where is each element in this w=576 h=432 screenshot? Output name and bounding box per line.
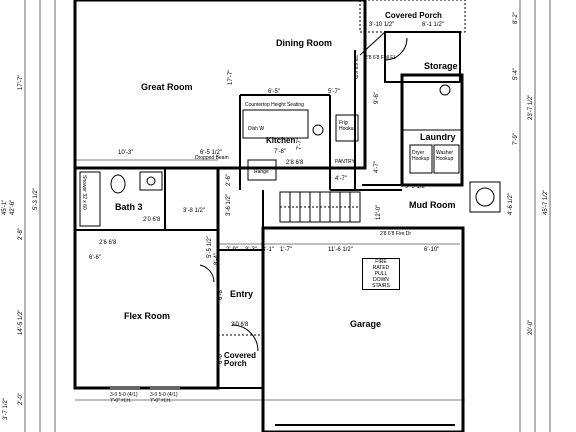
dim-6-6: 6'-6" (89, 255, 101, 261)
dim-right-5-4: 5'-4" (513, 68, 519, 80)
range-label: Range (254, 169, 269, 175)
dim-entry-6-8: 6'-8" (218, 288, 224, 300)
dim-bath-w2: 6'-5 1/2" (200, 150, 222, 156)
dim-mid-17-7: 17'-7" (228, 69, 234, 85)
dim-left-2-8: 2'-8" (18, 228, 24, 240)
dim-right-7-9: 7'-9" (513, 133, 519, 145)
window-right-label: 3-0 5-0 (4/1) 7'-0" H.H. (150, 392, 178, 404)
dropped-beam-label: Dropped Beam (195, 155, 229, 161)
dim-entry-12-0: 12'-0" (376, 204, 382, 220)
dim-right-20-0: 20'-0" (528, 319, 534, 335)
dim-st-7-7: 7'-7" (297, 138, 303, 150)
dim-3-3: 3'-3" (245, 247, 257, 253)
dim-2-9: 2'-9" (226, 247, 238, 253)
room-storage: Storage (424, 61, 458, 71)
dryer-label: Dryer Hookup (412, 150, 430, 162)
dim-3-8: 3'-8 1/2" (183, 208, 205, 214)
room-laundry: Laundry (420, 132, 456, 142)
room-mud: Mud Room (409, 200, 456, 210)
dim-entry-5-5: 5'-5 1/2" (207, 236, 213, 258)
great-room-wall (73, 0, 367, 170)
dim-left-17-7: 17'-7" (18, 74, 24, 90)
dim-1-7: 1'-7" (280, 247, 292, 253)
dim-3-1: 3'-1" (262, 247, 274, 253)
dim-4-7: 4'-7" (335, 176, 347, 182)
door-3-0: 3'0 6'8 (231, 322, 249, 328)
room-dining: Dining Room (276, 38, 332, 48)
dishwasher-label: Dish W (248, 126, 265, 132)
dim-right-8-2: 8'-2" (513, 12, 519, 24)
dim-left-2-0: 2'-0" (18, 393, 24, 405)
fire-door-label: 2'8 6'8 Fire Dr (380, 231, 412, 237)
porch-outline (359, 0, 466, 33)
porch-bottom-outline (217, 334, 264, 389)
dim-9-9: 9'-9 1/2" (405, 184, 427, 190)
dim-right-45-7: 45'-7 1/2" (543, 189, 549, 215)
dim-left-45-1: 45'-1" (2, 199, 8, 215)
window-left-label: 3-0 5-0 (4/1) 7'-0" H.H. (110, 392, 138, 404)
full-el-label: 2'8 6'8 Full EL (365, 55, 397, 61)
dim-st-4-7: 4'-7" (374, 161, 380, 173)
dim-6-10: 6'-10" (424, 247, 440, 253)
dim-porch-top: 3'-10 1/2" (369, 22, 395, 28)
room-entry: Entry (230, 289, 254, 299)
room-pantry: PANTRY (335, 159, 355, 165)
room-great: Great Room (141, 82, 193, 92)
dim-11-6: 11'-6 1/2" (328, 247, 353, 253)
room-kitchen: Kitchen (266, 136, 296, 145)
dim-kitchen-w2: 5'-7" (328, 89, 340, 95)
dim-left-5-3: 5'-3 1/2" (33, 188, 39, 210)
storage-wall (384, 31, 461, 83)
dim-bath-w: 10'-3" (118, 150, 134, 156)
washer-label: Washer Hookup (436, 150, 454, 162)
countertop-note: Countertop Height Seating (245, 102, 304, 108)
dim-st-9-6: 9'-6" (374, 92, 380, 104)
room-garage: Garage (350, 319, 382, 329)
dim-entry-8-4: 8'-4" (214, 253, 220, 265)
shelf-label: 2'8 6'8 S/D (352, 55, 358, 80)
dim-right-23-7: 23'-7 1/2" (528, 94, 534, 120)
dim-entry-3-6: 3'-6 1/2" (226, 194, 232, 216)
room-porch-bottom: Covered Porch (224, 351, 257, 368)
room-porch-top: Covered Porch (385, 11, 442, 20)
dim-st-2-6: 2'-6" (226, 174, 232, 186)
dim-kitchen-w: 6'-5" (268, 89, 280, 95)
dim-7-8: 7'-8" (274, 149, 286, 155)
shower-label: Shower 32 x 60 (81, 175, 87, 210)
dim-entry-6-0: 6'-0" (218, 352, 224, 364)
dim-left-3-7: 3'-7 1/2" (3, 398, 9, 420)
dim-porch-top2: 6'-1 1/2" (422, 22, 444, 28)
garage-wall (261, 226, 465, 432)
fridge-label: Frig Hookup (339, 120, 357, 132)
door-2-8: 2'8 6'8 (286, 160, 304, 166)
dim-right-4-6: 4'-6 1/2" (508, 193, 514, 215)
door-2-0: 2'0 6'8 (143, 217, 161, 223)
dim-left-42-6: 42'-6" (10, 199, 16, 215)
door-2-6: 2'6 6'8 (99, 240, 117, 246)
room-flex: Flex Room (124, 311, 171, 321)
dim-left-14-5: 14'-5 1/2" (18, 309, 24, 335)
room-bath: Bath 3 (115, 202, 143, 212)
flex-bath-wall (73, 166, 220, 390)
fire-stairs-sign: FIRE RATED PULL DOWN STAIRS (362, 258, 400, 290)
